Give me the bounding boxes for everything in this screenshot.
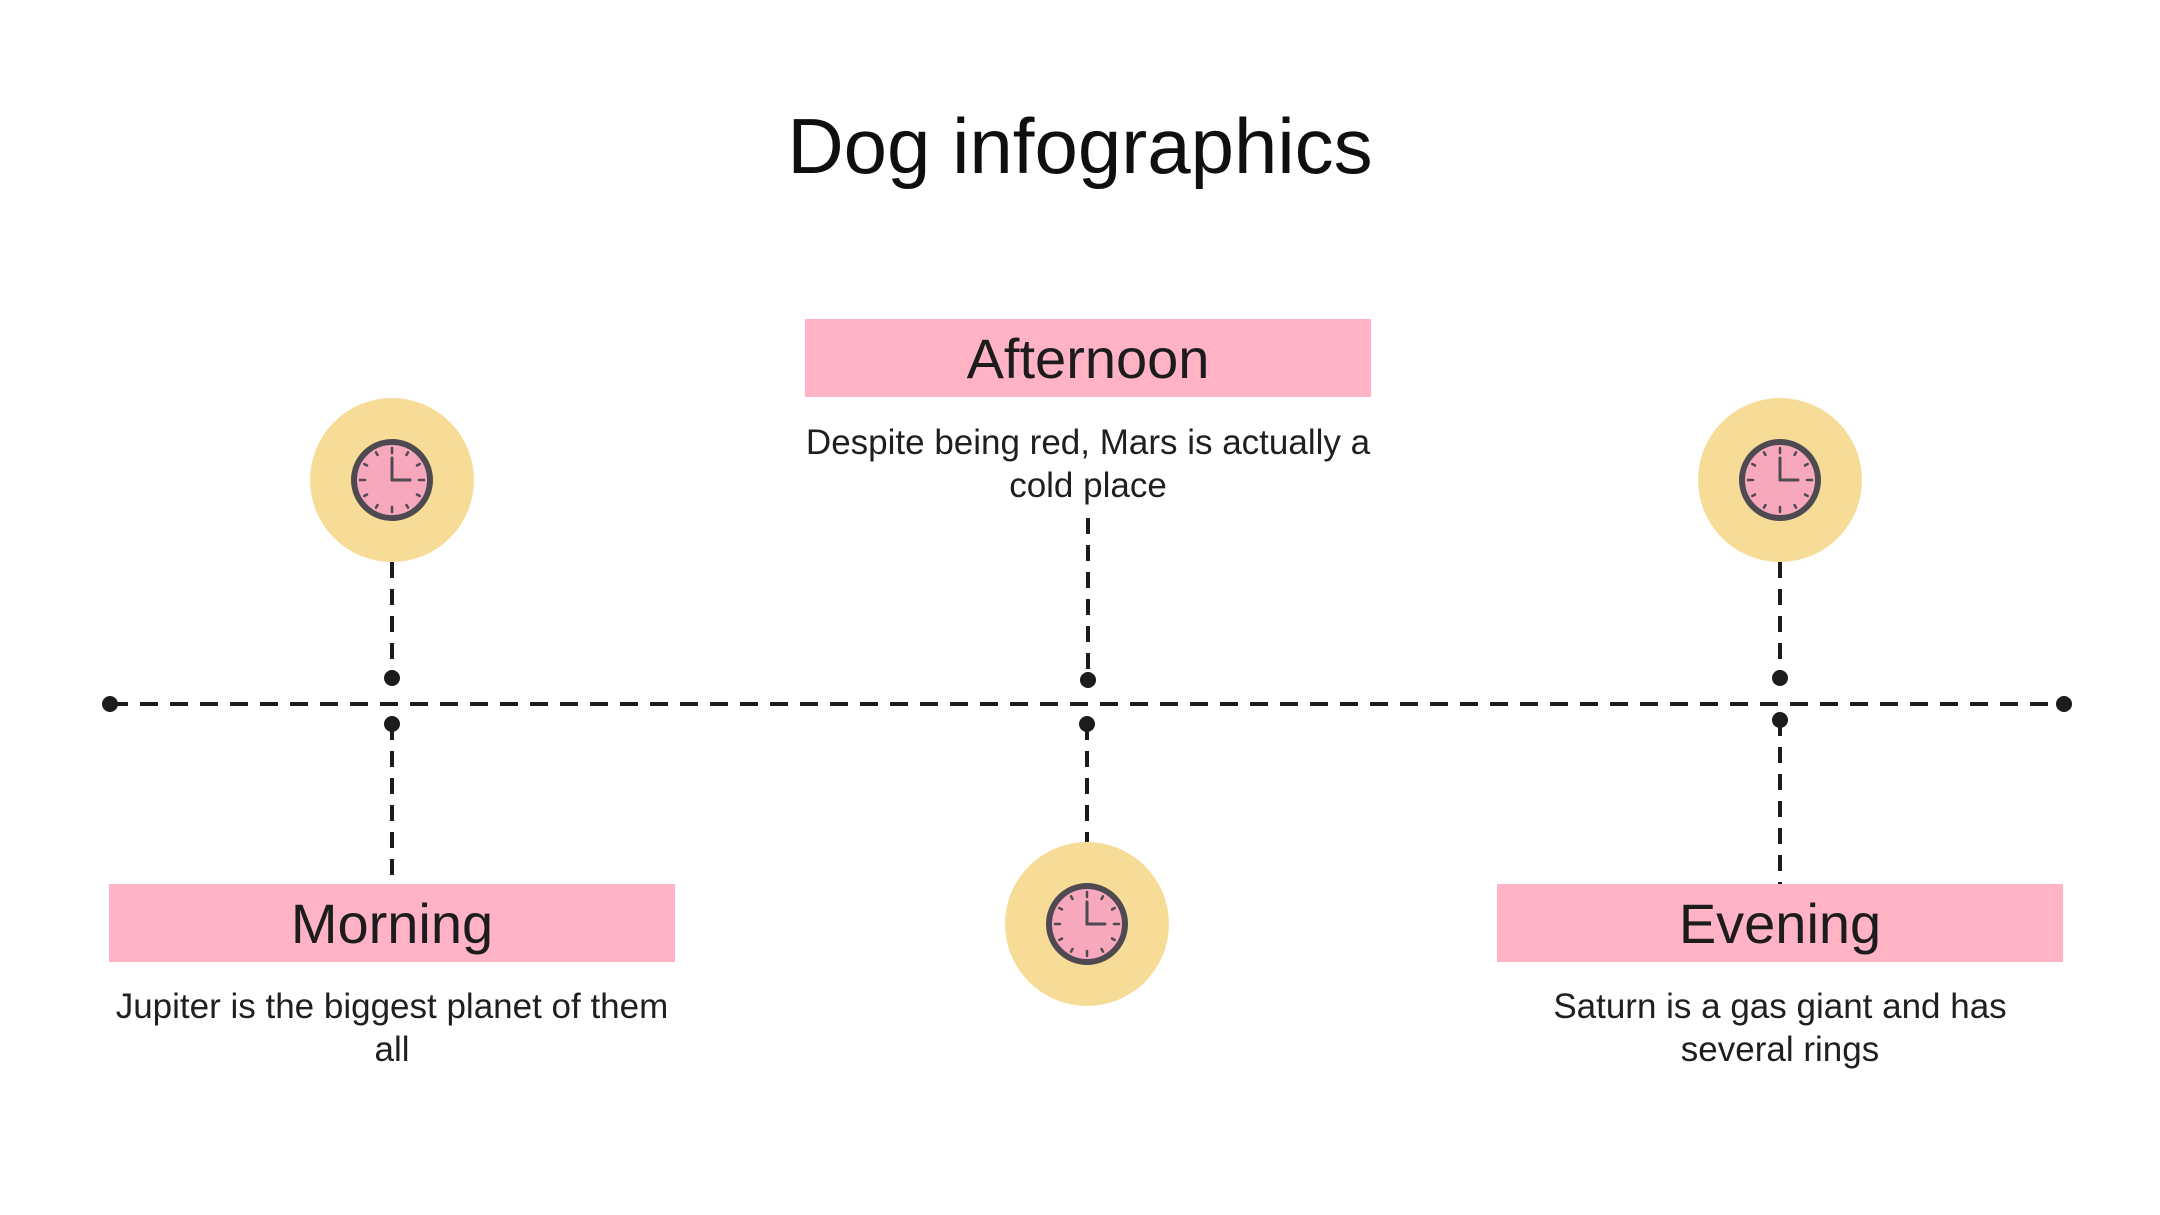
page-title: Dog infographics (787, 102, 1373, 190)
clock-icon (1698, 398, 1862, 562)
timeline-end-dot (2056, 696, 2072, 712)
clock-icon (1005, 842, 1169, 1006)
afternoon-lower-dot (1079, 716, 1095, 732)
morning-label: Morning (109, 884, 675, 962)
evening-description: Saturn is a gas giant and has several ri… (1553, 987, 2007, 1069)
afternoon-description: Despite being red, Mars is actually a co… (805, 423, 1371, 505)
timeline-start-dot (102, 696, 118, 712)
morning-description: Jupiter is the biggest planet of them al… (115, 987, 669, 1069)
morning-lower-dot (384, 716, 400, 732)
evening-upper-dot (1772, 670, 1788, 686)
afternoon-label: Afternoon (805, 319, 1371, 397)
evening-label: Evening (1497, 884, 2063, 962)
evening-lower-dot (1772, 712, 1788, 728)
afternoon-upper-dot (1080, 672, 1096, 688)
clock-icon (310, 398, 474, 562)
morning-upper-dot (384, 670, 400, 686)
